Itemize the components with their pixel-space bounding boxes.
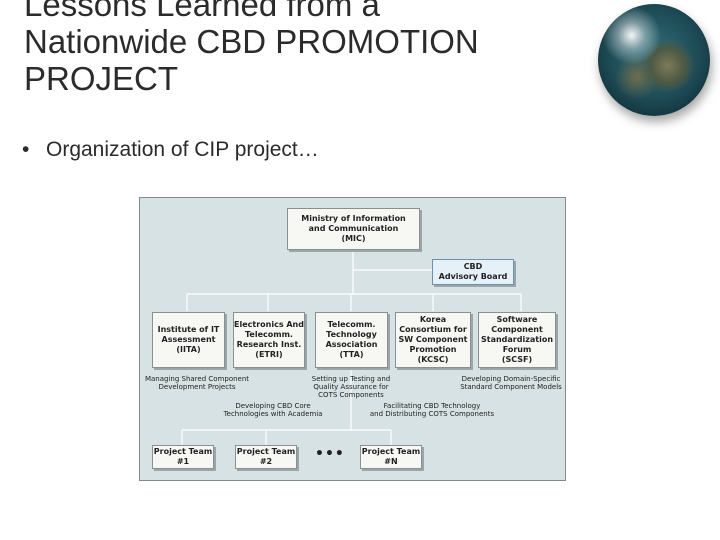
ellipsis-indicator: ••• bbox=[315, 446, 345, 462]
org-box-kcsc: Korea Consortium for SW Component Promot… bbox=[395, 312, 471, 368]
bullet-dot: • bbox=[22, 138, 30, 161]
title-line-3: PROJECT bbox=[24, 60, 179, 97]
bullet-item: • Organization of CIP project… bbox=[22, 138, 319, 162]
connector-lines bbox=[181, 250, 522, 445]
caption-domain-models: Developing Domain-Specific Standard Comp… bbox=[460, 375, 562, 391]
project-team-2-box: Project Team #2 bbox=[235, 445, 297, 469]
org-box-scsf: Software Component Standardization Forum… bbox=[478, 312, 556, 368]
org-box-etri: Electronics And Telecomm. Research Inst.… bbox=[233, 312, 305, 368]
title-line-2: Nationwide CBD PROMOTION bbox=[24, 23, 479, 60]
globe-image bbox=[598, 4, 710, 116]
project-team-n-box: Project Team #N bbox=[360, 445, 422, 469]
org-box-iita: Institute of IT Assessment (IITA) bbox=[152, 312, 225, 368]
caption-testing-qa: Setting up Testing and Quality Assurance… bbox=[311, 375, 391, 399]
caption-managing-projects: Managing Shared Component Development Pr… bbox=[144, 375, 250, 391]
caption-cbd-core: Developing CBD Core Technologies with Ac… bbox=[223, 402, 323, 418]
slide-title: Lessons Learned from a Nationwide CBD PR… bbox=[24, 0, 584, 97]
caption-cbd-technology: Facilitating CBD Technology and Distribu… bbox=[369, 402, 495, 418]
bullet-text: Organization of CIP project… bbox=[46, 138, 319, 161]
mic-box: Ministry of Information and Communicatio… bbox=[287, 208, 420, 250]
title-line-1: Lessons Learned from a bbox=[24, 0, 380, 23]
project-team-1-box: Project Team #1 bbox=[152, 445, 214, 469]
advisory-board-box: CBD Advisory Board bbox=[432, 259, 514, 285]
org-box-tta: Telecomm. Technology Association (TTA) bbox=[315, 312, 388, 368]
org-chart: Ministry of Information and Communicatio… bbox=[139, 197, 566, 481]
